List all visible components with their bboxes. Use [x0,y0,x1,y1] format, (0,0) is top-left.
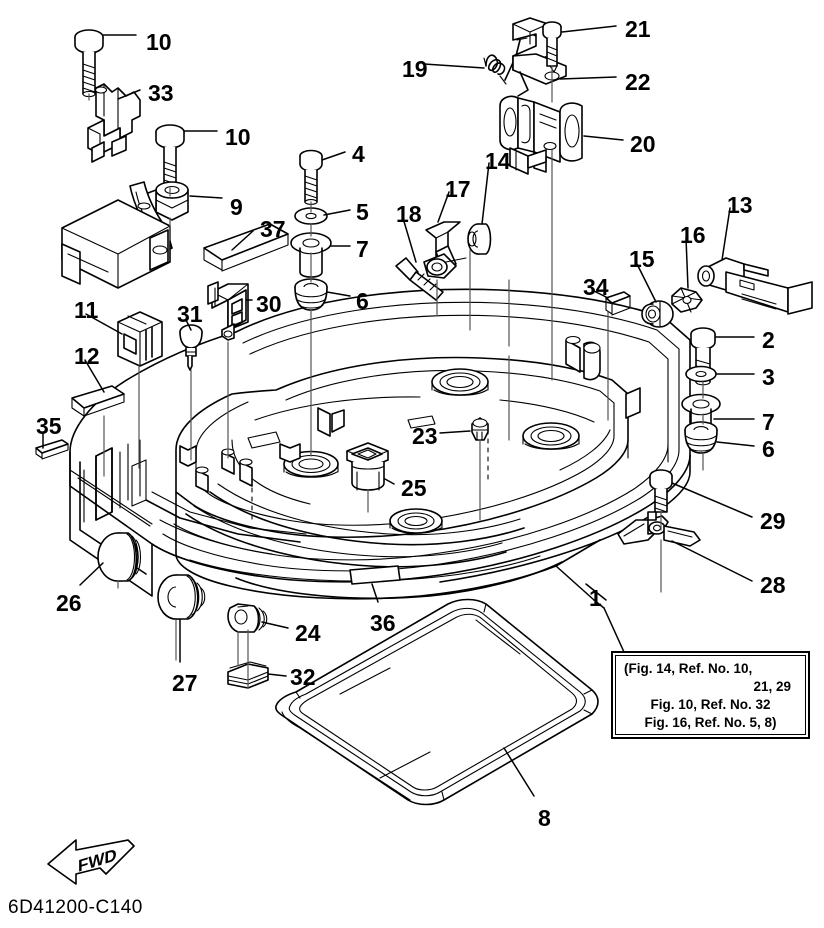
callout-number: 6 [356,288,369,314]
callout-number: 31 [177,301,203,327]
callout-number: 7 [356,236,369,262]
assembly-guide-lines [88,65,704,689]
bottom-cowling-body [69,288,691,600]
callout-number: 6 [762,436,775,462]
part-29-screw [649,469,673,513]
callout-number: 17 [445,176,471,202]
callout-number: 7 [762,409,775,435]
part-6-grommet-right [684,421,718,454]
callout-number: 20 [630,131,656,157]
callout-number: 15 [629,246,655,272]
diagram-part-number: 6D41200-C140 [8,897,143,918]
callout-number: 28 [760,572,786,598]
callout-number: 30 [256,291,282,317]
reference-note-box: (Fig. 14, Ref. No. 10, 21, 29 Fig. 10, R… [611,651,810,739]
callout-number: 13 [727,192,753,218]
part-18-screw [395,257,444,301]
part-16-spacer [671,287,703,313]
part-35-seal-pad [35,439,69,460]
part-20-hook-holder [499,95,583,175]
part-6-grommet-left [294,278,328,311]
part-4-bolt [299,149,323,205]
callout-number: 37 [260,216,286,242]
callout-number: 11 [74,297,99,323]
callout-number: 3 [762,364,775,390]
callout-number: 16 [680,222,706,248]
leader-lines [42,25,755,797]
callout-number: 12 [74,343,100,369]
part-27-grommet [157,574,206,620]
part-10-bolt-lower [155,124,185,190]
part-33-hook [87,83,141,163]
part-37-seal-pad [203,223,289,272]
callout-number: 4 [352,141,365,167]
callout-number: 27 [172,670,198,696]
reference-line-4: Fig. 16, Ref. No. 5, 8) [644,714,777,730]
callout-number: 34 [583,274,609,300]
reference-line-1: (Fig. 14, Ref. No. 10, [624,661,753,677]
callout-number: 24 [295,620,321,646]
callout-number: 23 [412,423,438,449]
fwd-direction-arrow: FWD [47,839,135,885]
part-34-seal-pad [605,291,631,316]
callout-number: 25 [401,475,427,501]
part-23-stopper [471,417,489,441]
callout-number: 18 [396,201,422,227]
callout-number: 5 [356,199,369,225]
callout-number: 19 [402,56,428,82]
part-31-rivet [179,324,203,371]
part-24-cap [227,603,268,633]
callout-number: 9 [230,194,243,220]
part-26-plug [97,532,142,582]
callout-number: 29 [760,508,786,534]
callout-number: 14 [485,148,511,174]
part-15-grommet [641,300,674,328]
part-17-bracket [423,221,467,279]
part-8-gasket-seal [275,598,599,806]
reference-line-3: Fig. 10, Ref. No. 32 [650,697,771,712]
part-14-bushing [467,223,492,255]
callout-number: 10 [146,29,172,55]
callout-number: 35 [36,413,62,439]
part-21-screw [542,21,562,73]
reference-line-2: 21, 29 [753,679,791,695]
callout-number: 8 [538,805,551,831]
part-12-seal-pad [71,385,125,417]
left-bracket-assembly [61,181,173,289]
callout-number: 2 [762,327,775,353]
part-30-clip [207,281,249,341]
callout-number: 32 [290,664,316,690]
callout-number: 33 [148,80,174,106]
callout-number: 1 [589,585,602,611]
part-11-clamp [117,311,163,367]
part-10-bolt-upper [74,29,104,98]
part-13-latch-lever [697,257,813,315]
callout-number: 10 [225,124,251,150]
callout-number: 22 [625,69,651,95]
callout-number: 26 [56,590,82,616]
callout-number: 21 [625,16,651,42]
part-22-plate [512,17,567,97]
cowling-boss-group [283,368,580,534]
part-3-washer [685,365,717,383]
part-25-grommet [346,442,389,491]
callout-number: 36 [370,610,396,636]
